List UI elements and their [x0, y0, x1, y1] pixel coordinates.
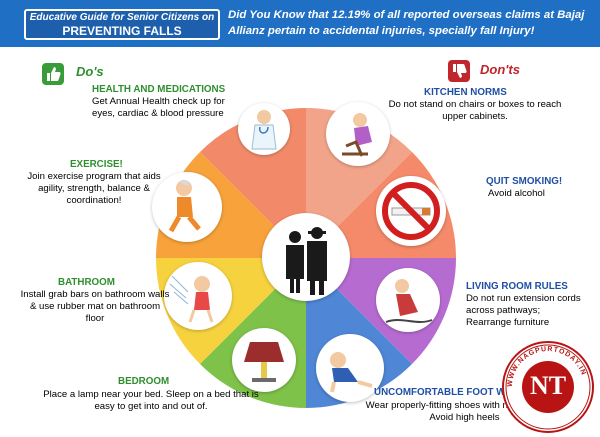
- donts-text-living-room: Do not run extension cords across pathwa…: [466, 293, 581, 328]
- donts-label-kitchen: KITCHEN NORMS: [424, 87, 507, 98]
- doctor-icon: [238, 103, 290, 155]
- dos-text-exercise: Join exercise program that aids agility,…: [27, 171, 161, 206]
- donts-text-kitchen: Do not stand on chairs or boxes to reach…: [388, 99, 562, 122]
- dos-label-exercise: EXERCISE!: [70, 159, 123, 170]
- no-smoking-icon: [376, 176, 446, 246]
- dos-label-bathroom: BATHROOM: [58, 277, 115, 288]
- lamp-icon: [232, 328, 296, 392]
- dos-text-bathroom: Install grab bars on bathroom walls & us…: [20, 289, 170, 324]
- header-title: PREVENTING FALLS: [62, 24, 182, 38]
- header-banner: Educative Guide for Senior Citizens on P…: [0, 0, 600, 47]
- donts-label-smoking: QUIT SMOKING!: [486, 176, 563, 187]
- thumbs-up-icon: [42, 63, 64, 85]
- title-badge: Educative Guide for Senior Citizens on P…: [24, 9, 220, 40]
- tripping-icon: [376, 268, 440, 332]
- exercise-icon: [152, 172, 222, 242]
- donts-label-footwear: UNCOMFORTABLE FOOT WEAR: [374, 387, 527, 398]
- fallen-person-icon: [316, 334, 384, 402]
- donts-title: Don'ts: [480, 62, 520, 77]
- dos-title: Do's: [76, 64, 104, 79]
- senior-couple-icon: [262, 213, 350, 301]
- donts-label-living-room: LIVING ROOM RULES: [466, 281, 568, 292]
- bathroom-icon: [164, 262, 232, 330]
- dos-text-bedroom: Place a lamp near your bed. Sleep on a b…: [43, 389, 259, 412]
- nagpurtoday-watermark: WWW.NAGPURTODAY.IN NT: [502, 341, 594, 433]
- dos-label-health: HEALTH AND MEDICATIONS: [92, 84, 226, 95]
- watermark-initials: NT: [529, 371, 567, 400]
- falling-from-chair-icon: [326, 102, 390, 166]
- dos-text-health: Get Annual Health check up for eyes, car…: [92, 96, 225, 119]
- donts-text-smoking: Avoid alcohol: [488, 188, 545, 199]
- header-fact: Did You Know that 12.19% of all reported…: [228, 9, 585, 37]
- donts-text-footwear: Wear properly-fitting shoes with nonskid…: [365, 400, 564, 423]
- dos-label-bedroom: BEDROOM: [118, 376, 170, 387]
- thumbs-down-icon: [448, 60, 470, 82]
- header-subtitle: Educative Guide for Senior Citizens on: [29, 12, 215, 23]
